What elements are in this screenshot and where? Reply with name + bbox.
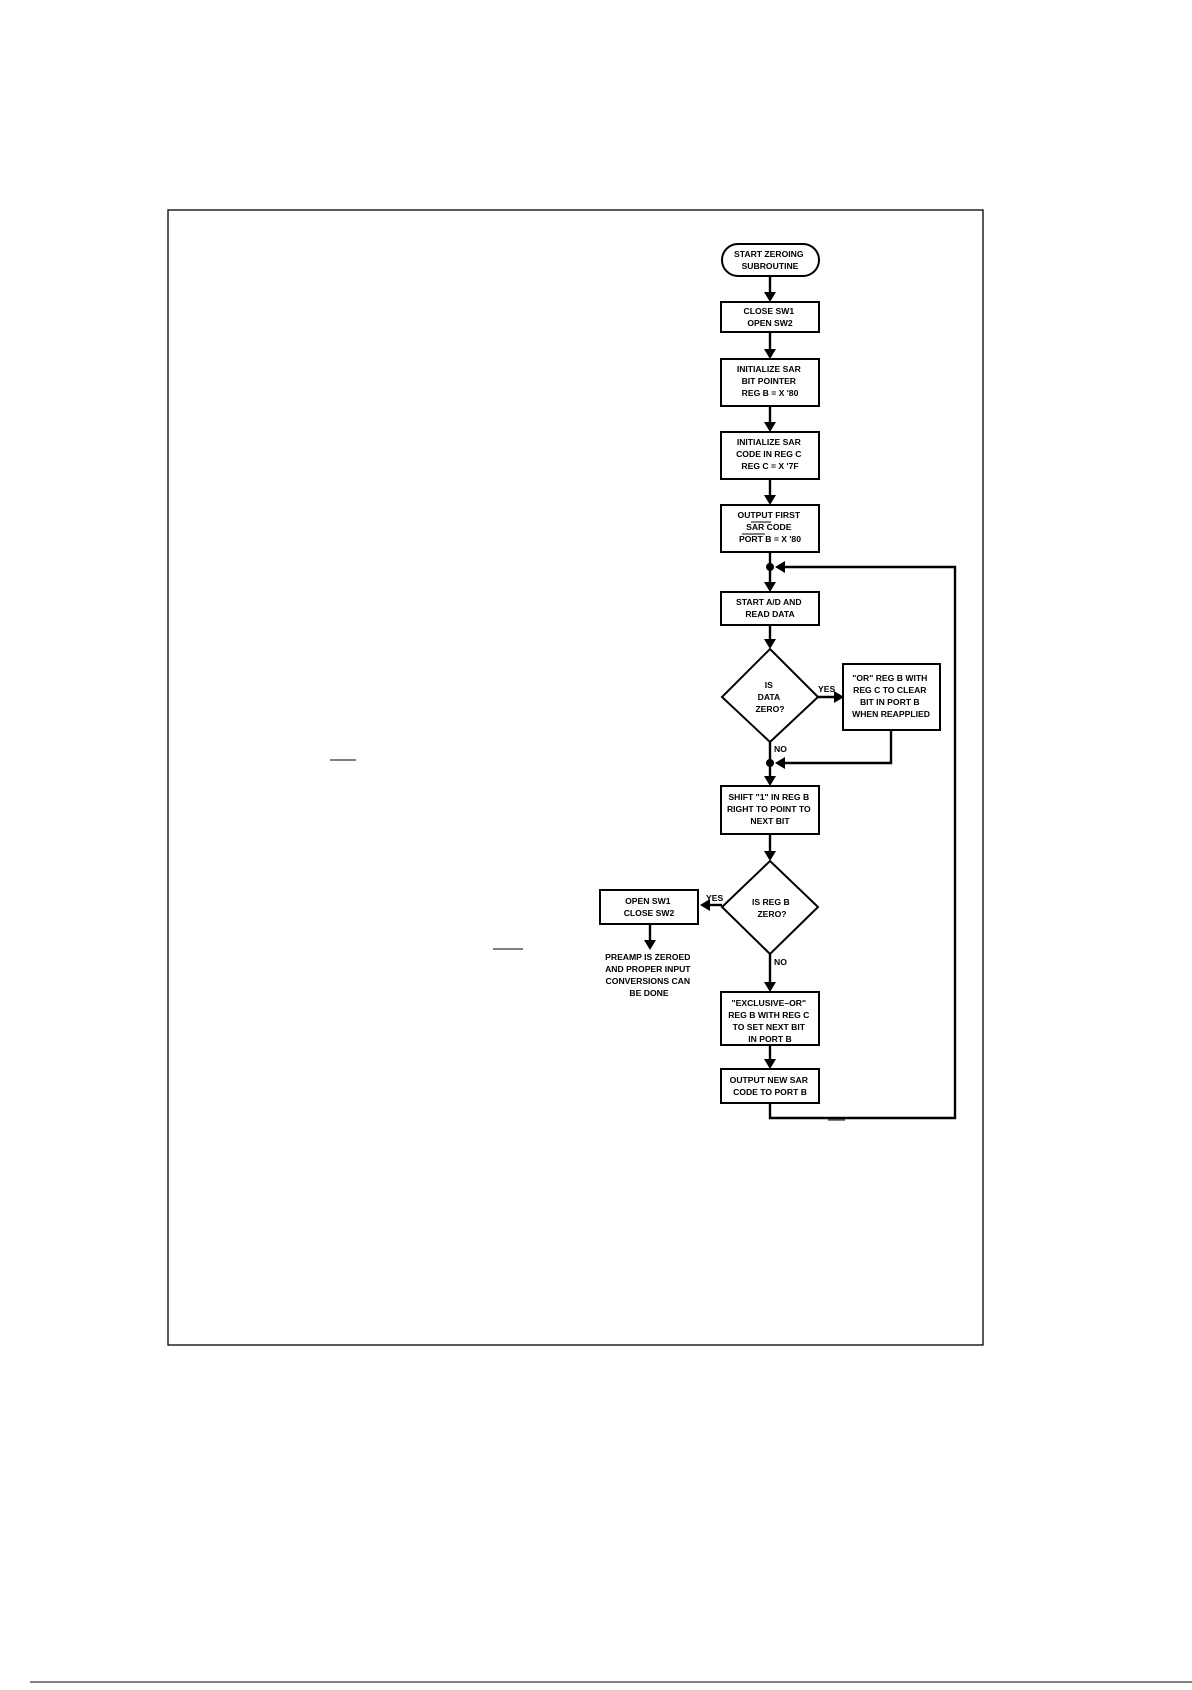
or-reg-box xyxy=(842,663,941,731)
arrowhead xyxy=(764,349,776,359)
init-bit-pointer-box xyxy=(720,358,820,407)
close-sw1-label: CLOSE SW1 OPEN SW2 xyxy=(743,306,796,328)
arrowhead xyxy=(834,691,844,703)
init-bit-pointer-label: INITIALIZE SAR BIT POINTER REG B = X '80 xyxy=(737,364,803,398)
xor-reg-box xyxy=(720,991,820,1046)
preamp-zeroed-note: PREAMP IS ZEROED AND PROPER INPUT CONVER… xyxy=(605,952,693,998)
arrowhead xyxy=(775,757,785,769)
arrowhead xyxy=(700,899,710,911)
output-first-box xyxy=(720,504,820,553)
start-terminator xyxy=(721,243,820,277)
shift-reg-box xyxy=(720,785,820,835)
arrowhead xyxy=(764,495,776,505)
data-zero-label: IS DATA ZERO? xyxy=(755,680,784,714)
or-reg-label: "OR" REG B WITH REG C TO CLEAR BIT IN PO… xyxy=(852,673,930,719)
connector-loop xyxy=(768,565,957,1120)
start-label: START ZEROING SUBROUTINE xyxy=(734,249,806,271)
arrowhead xyxy=(764,292,776,302)
init-sar-code-box xyxy=(720,431,820,480)
arrowhead xyxy=(764,422,776,432)
yes-label: YES xyxy=(818,684,835,694)
arrowhead xyxy=(764,582,776,592)
arrowhead xyxy=(775,561,785,573)
open-sw1-box xyxy=(599,889,699,925)
output-new-sar-label: OUTPUT NEW SAR CODE TO PORT B xyxy=(730,1075,811,1097)
arrowhead xyxy=(764,776,776,786)
yes-label: YES xyxy=(706,893,723,903)
start-ad-label: START A/D AND READ DATA xyxy=(736,597,804,619)
arrowhead xyxy=(644,940,656,950)
no-label: NO xyxy=(774,744,787,754)
arrowhead xyxy=(764,982,776,992)
no-label: NO xyxy=(774,957,787,967)
start-ad-box xyxy=(720,591,820,626)
figure-frame xyxy=(167,209,984,1346)
open-sw1-label: OPEN SW1 CLOSE SW2 xyxy=(624,896,675,918)
data-zero-decision xyxy=(720,647,820,744)
output-first-label: OUTPUT FIRST SAR CODE PORT B = X '80 xyxy=(738,510,803,544)
init-sar-code-label: INITIALIZE SAR CODE IN REG C REG C = X '… xyxy=(736,437,804,471)
close-sw1-box xyxy=(720,301,820,333)
reg-b-zero-decision xyxy=(720,859,820,956)
arrowhead xyxy=(764,851,776,861)
connector-or-return xyxy=(782,730,893,765)
junction-dot xyxy=(766,759,774,767)
arrowhead xyxy=(764,639,776,649)
junction-dot xyxy=(766,563,774,571)
reg-b-zero-label: IS REG B ZERO? xyxy=(752,897,792,919)
xor-reg-label: "EXCLUSIVE–OR" REG B WITH REG C TO SET N… xyxy=(728,998,812,1044)
output-new-sar-box xyxy=(720,1068,820,1104)
shift-reg-label: SHIFT "1" IN REG B RIGHT TO POINT TO NEX… xyxy=(727,792,813,826)
arrowhead xyxy=(764,1059,776,1069)
